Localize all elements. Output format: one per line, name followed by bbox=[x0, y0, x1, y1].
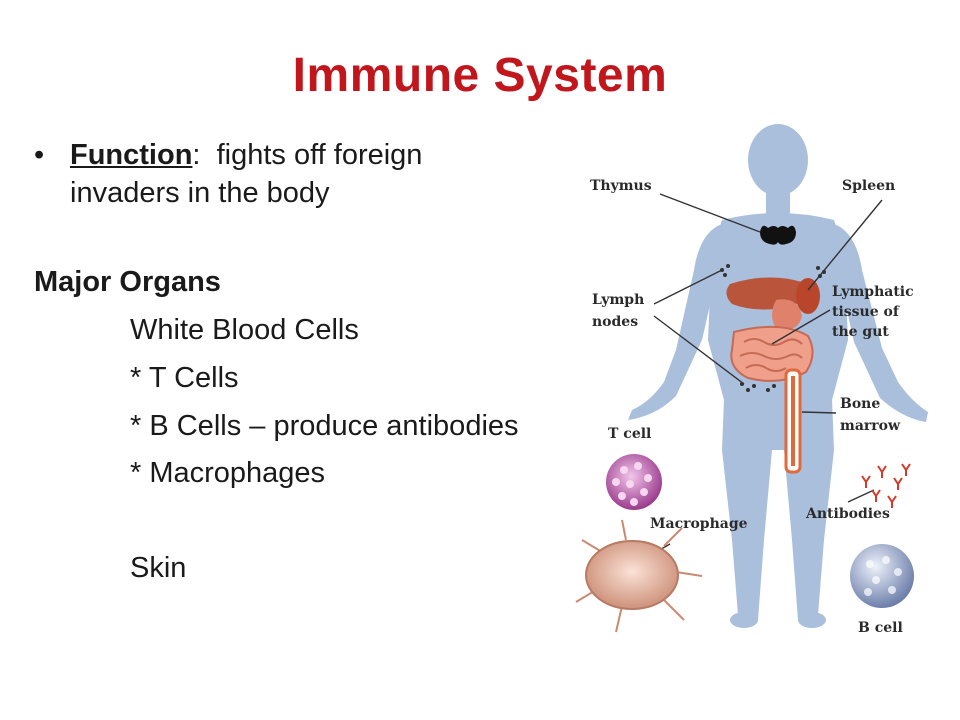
leader-lines bbox=[641, 193, 883, 561]
thymus-label: Thymus bbox=[590, 178, 652, 194]
organ-line-skin: Skin bbox=[130, 552, 187, 584]
b-cell-icon bbox=[850, 544, 914, 608]
bone-marrow-organ bbox=[784, 368, 802, 474]
function-text: Function: fights off foreign invaders in… bbox=[70, 136, 540, 212]
bone-marrow-label-line2: marrow bbox=[840, 418, 901, 434]
function-separator: : bbox=[192, 139, 201, 171]
antibodies-icon bbox=[861, 463, 911, 508]
slide-title: Immune System bbox=[292, 49, 668, 102]
macrophage-label: Macrophage bbox=[650, 516, 748, 532]
t-cell-label: T cell bbox=[608, 426, 651, 442]
intestine-organ bbox=[730, 325, 814, 382]
lymph-nodes-label-line1: Lymph bbox=[592, 292, 644, 308]
lymphatic-tissue-label-line2: tissue of bbox=[832, 304, 900, 320]
organ-line-white-blood-cells: White Blood Cells bbox=[130, 314, 359, 346]
lymph-nodes-label-line2: nodes bbox=[592, 314, 638, 330]
lymphatic-tissue-label-line3: the gut bbox=[832, 324, 889, 340]
t-cell-icon bbox=[606, 454, 662, 510]
antibodies-label: Antibodies bbox=[805, 506, 890, 522]
organ-line-b-cells: * B Cells – produce antibodies bbox=[130, 410, 519, 442]
b-cell-label: B cell bbox=[858, 620, 903, 636]
function-label: Function bbox=[70, 139, 193, 171]
thymus-organ bbox=[760, 225, 796, 245]
spleen-organ bbox=[796, 278, 820, 314]
body-silhouette bbox=[628, 124, 928, 628]
immune-system-diagram: Thymus Spleen Lymph nodes Lymphatic tiss… bbox=[575, 124, 928, 636]
organ-line-t-cells: * T Cells bbox=[130, 362, 239, 394]
bone-marrow-label-line1: Bone bbox=[840, 396, 880, 412]
bullet-dot-icon: • bbox=[34, 139, 45, 171]
macrophage-icon bbox=[575, 519, 703, 633]
major-organs-heading: Major Organs bbox=[34, 266, 221, 298]
lymphatic-tissue-label-line1: Lymphatic bbox=[832, 284, 914, 300]
organ-line-macrophages: * Macrophages bbox=[130, 457, 326, 489]
stomach-organ bbox=[772, 299, 802, 330]
spleen-label: Spleen bbox=[842, 178, 895, 194]
function-description: fights off foreign invaders in the body bbox=[70, 139, 423, 209]
